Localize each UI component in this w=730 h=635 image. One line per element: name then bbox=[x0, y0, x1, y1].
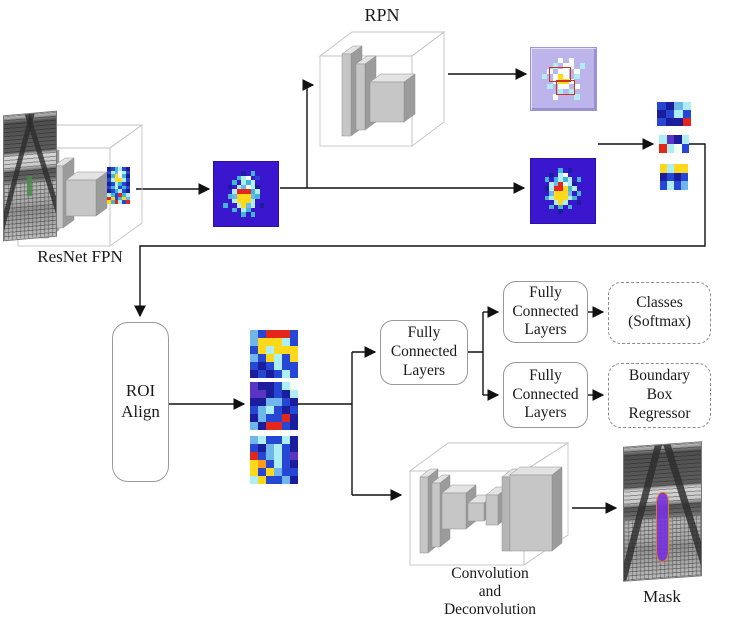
rpn-block bbox=[318, 31, 446, 147]
pyramid-map-2 bbox=[659, 135, 689, 153]
mask-output-image bbox=[623, 441, 702, 582]
boundary-box-regressor-label: Boundary Box Regressor bbox=[628, 367, 691, 422]
proposals-pixels bbox=[531, 48, 596, 110]
feature-map-2 bbox=[530, 158, 596, 224]
roi-feature-map-3 bbox=[250, 436, 298, 484]
fc-layers-label: Fully Connected Layers bbox=[512, 366, 579, 422]
conv-deconv-label: Convolution and Deconvolution bbox=[418, 565, 562, 618]
roi-feature-map-2 bbox=[250, 382, 298, 430]
input-image bbox=[3, 110, 57, 242]
region-proposals-map bbox=[530, 47, 597, 111]
roi-align-label: ROI Align bbox=[121, 381, 160, 421]
fc-layers-box-1: Fully Connected Layers bbox=[380, 320, 468, 385]
conv-deconv-label-line3: Deconvolution bbox=[443, 600, 537, 618]
green-marker bbox=[26, 175, 32, 197]
classes-softmax-box: Classes (Softmax) bbox=[608, 282, 711, 344]
proposal-box-outline bbox=[548, 66, 571, 83]
fc-layers-box-3: Fully Connected Layers bbox=[503, 362, 588, 428]
pyramid-map-1 bbox=[657, 102, 691, 126]
fc-layers-label: Fully Connected Layers bbox=[390, 324, 458, 379]
feature-map-1 bbox=[213, 161, 279, 227]
classes-softmax-label: Classes (Softmax) bbox=[628, 294, 691, 330]
roi-feature-map-1 bbox=[250, 330, 298, 378]
boundary-box-regressor-box: Boundary Box Regressor bbox=[608, 363, 711, 428]
roi-align-box: ROI Align bbox=[112, 322, 169, 482]
fc-layers-label: Fully Connected Layers bbox=[512, 283, 579, 339]
segmentation-mask bbox=[655, 491, 669, 563]
rpn-label: RPN bbox=[364, 5, 400, 25]
conv-deconv-label-line2: and bbox=[478, 582, 502, 600]
proposal-box-outline bbox=[555, 80, 575, 96]
fc-layers-box-2: Fully Connected Layers bbox=[503, 281, 588, 343]
pyramid-map-3 bbox=[660, 164, 688, 190]
conv-deconv-label-line1: Convolution bbox=[451, 565, 529, 582]
conv-deconv-block bbox=[408, 442, 570, 566]
fpn-mini-feature-map bbox=[107, 167, 130, 204]
resnet-fpn-label: ResNet FPN bbox=[37, 247, 123, 266]
mask-label: Mask bbox=[643, 587, 681, 606]
